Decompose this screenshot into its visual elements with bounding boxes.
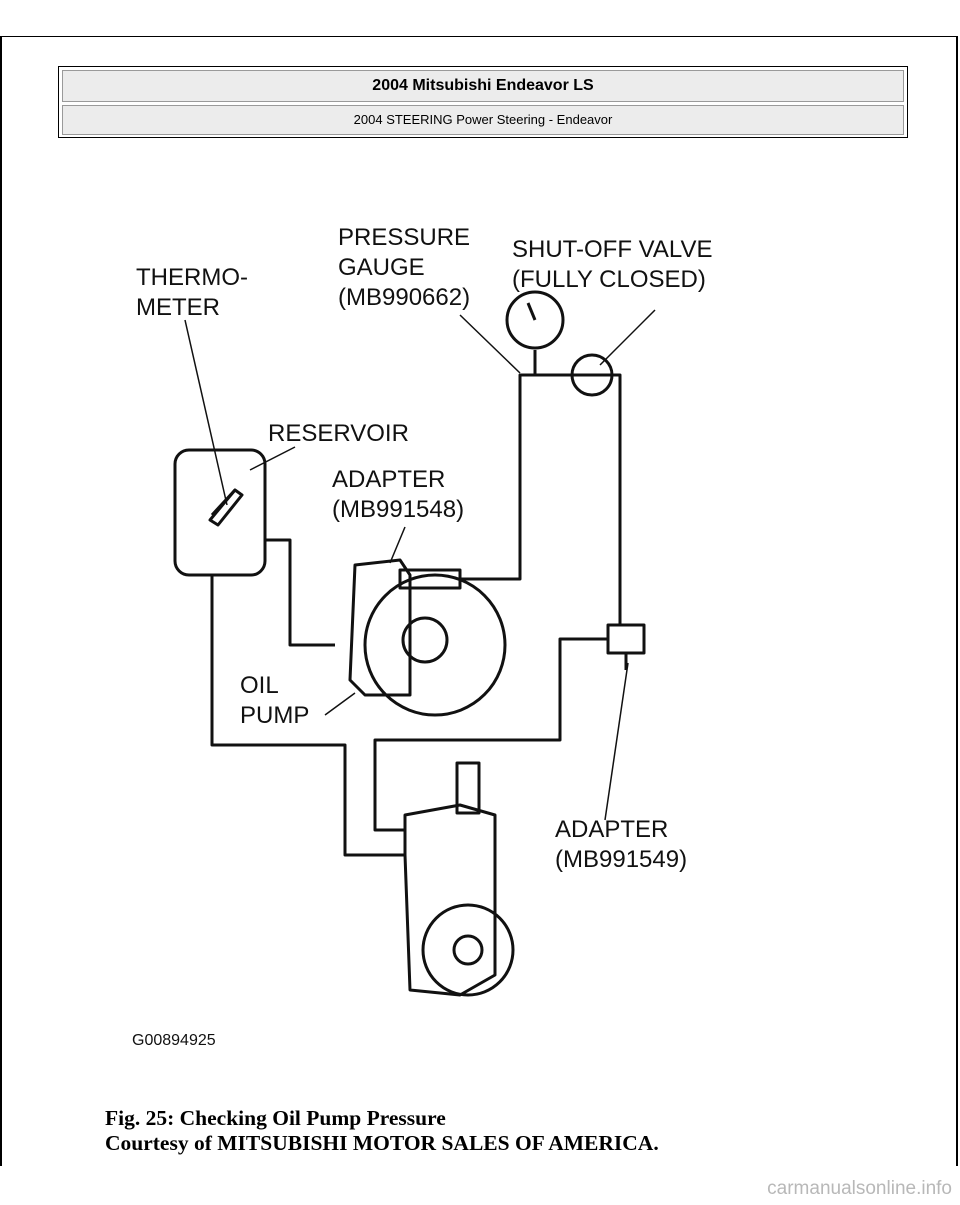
oil-pump-body [348,558,412,697]
label-pressure-gauge-3: (MB990662) [338,284,470,311]
oil-pump-pressure-diagram: THERMO- METER PRESSURE GAUGE (MB990662) … [132,224,712,1049]
gauge-needle [526,302,537,321]
steering-gear-box [403,803,497,997]
pump-pulley [363,573,507,717]
gear-housing [421,903,515,997]
adapter-mb991549 [606,623,646,655]
page-frame [0,36,958,1166]
gear-hub [452,934,484,966]
label-oil-pump-1: OIL [240,672,279,699]
figure-caption: Fig. 25: Checking Oil Pump Pressure Cour… [105,1106,905,1156]
figure-id: G00894925 [132,1032,216,1049]
gauge-tee-line [518,373,622,395]
caption-credit: Courtesy of MITSUBISHI MOTOR SALES OF AM… [105,1131,659,1155]
steering-input-shaft [455,761,481,815]
gearbox-feed-hose [373,637,608,832]
pressure-hose [460,395,522,581]
label-shut-off-valve-2: (FULLY CLOSED) [512,266,706,293]
section-title: 2004 STEERING Power Steering - Endeavor [62,105,904,135]
shut-off-valve [570,353,614,397]
label-shut-off-valve-1: SHUT-OFF VALVE [512,236,712,263]
caption-title: Fig. 25: Checking Oil Pump Pressure [105,1106,446,1130]
label-thermometer-1: THERMO- [136,264,248,291]
label-reservoir: RESERVOIR [268,420,409,447]
label-thermometer-2: METER [136,294,220,321]
watermark: carmanualsonline.info [767,1178,952,1199]
pump-hub [401,616,449,664]
label-pressure-gauge-1: PRESSURE [338,224,470,251]
document-header: 2004 Mitsubishi Endeavor LS 2004 STEERIN… [58,66,908,138]
reservoir-feed-hose [265,538,335,647]
label-adapter2-1: ADAPTER [555,816,668,843]
label-oil-pump-2: PUMP [240,702,309,729]
reservoir-tank [173,448,267,577]
thermometer-body [208,488,244,527]
label-pressure-gauge-2: GAUGE [338,254,425,281]
label-adapter1-2: (MB991548) [332,496,464,523]
label-adapter2-2: (MB991549) [555,846,687,873]
vehicle-title: 2004 Mitsubishi Endeavor LS [62,70,904,102]
label-adapter1-1: ADAPTER [332,466,445,493]
pressure-gauge-dial [505,290,565,350]
return-hose [210,575,405,857]
